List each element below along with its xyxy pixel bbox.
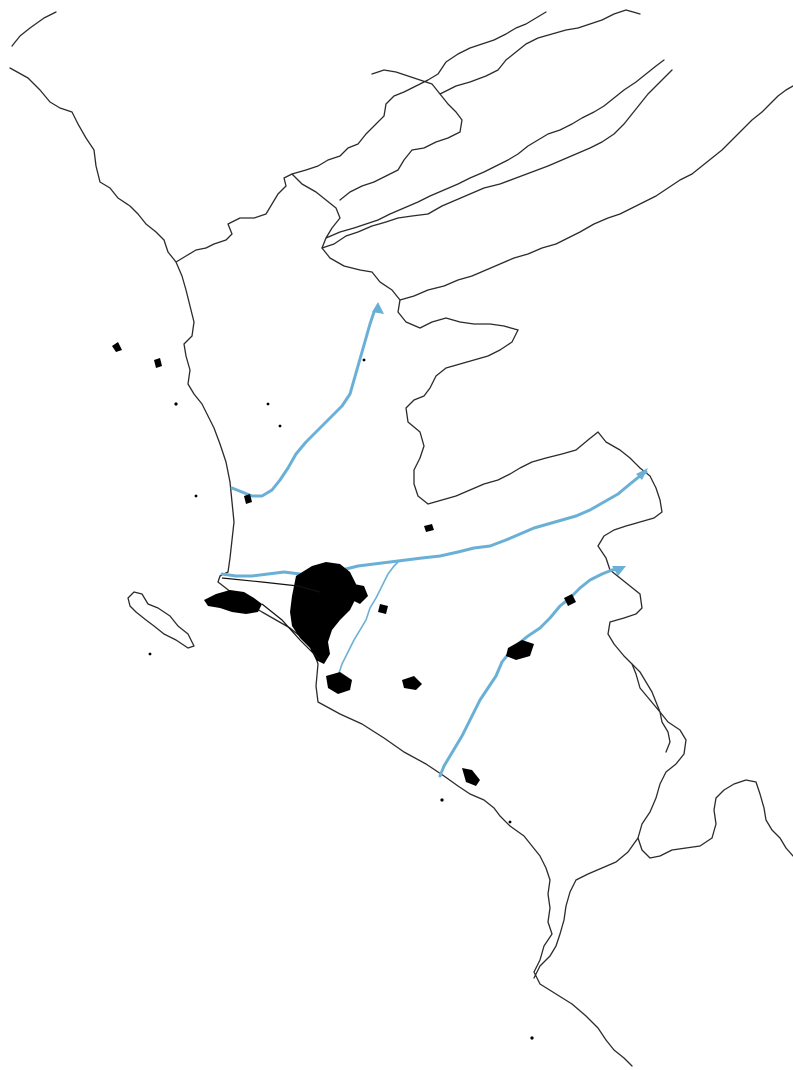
urban-pachacamac	[402, 676, 422, 690]
watershed-boundary-north	[175, 11, 547, 263]
river-lurin	[438, 566, 624, 778]
river-chillon	[230, 304, 380, 498]
urban-lima-core	[290, 562, 356, 664]
urban-callao	[204, 590, 262, 614]
watershed-boundary-inner-north	[291, 173, 519, 331]
urban-patch-carabayllo	[424, 524, 434, 532]
watershed-boundary-upper	[339, 69, 463, 201]
river-lurin-arrow	[612, 566, 626, 576]
small-settlements	[148, 358, 534, 1040]
urban-cieneguilla	[462, 768, 480, 786]
watershed-boundary-rimac-east	[399, 85, 793, 301]
watershed-boundary-upper-east	[439, 9, 641, 95]
settlement-dot	[278, 424, 282, 428]
road-panamericana-south	[261, 603, 321, 661]
urban-patch-north	[112, 342, 122, 352]
coastline-north-curl	[11, 11, 57, 47]
watershed-boundary-rimac-north	[321, 69, 673, 249]
watershed-boundary-southeast	[711, 779, 793, 857]
river-rimac	[220, 470, 648, 580]
settlement-dot	[266, 402, 270, 406]
settlement-dot	[530, 1036, 534, 1040]
road-callao-lima	[221, 577, 321, 593]
urban-south-lima	[326, 672, 352, 694]
island-outline	[127, 591, 195, 649]
urban-patch-ancon	[244, 494, 252, 504]
watershed-boundary-upper-ridge	[325, 59, 665, 239]
urban-lima	[112, 342, 576, 786]
urban-east-lima	[352, 584, 368, 604]
coastline	[9, 67, 633, 1067]
urban-patch-lurin-valley	[378, 604, 388, 614]
settlement-dot	[174, 402, 178, 406]
watershed-boundary-central	[405, 329, 713, 859]
watershed-boundary-inner-southeast	[631, 663, 671, 753]
river-chillon-arrow	[372, 302, 384, 314]
settlement-dot	[440, 798, 444, 802]
urban-lurin-patch	[506, 640, 534, 660]
urban-patch-north-2	[154, 358, 162, 368]
settlement-dot	[362, 358, 366, 362]
watershed-boundary-south	[533, 837, 639, 979]
settlement-dot	[508, 820, 512, 824]
river-rimac-arrow	[636, 468, 648, 480]
settlement-dot	[148, 652, 152, 656]
settlement-dot	[194, 494, 198, 498]
urban-patch-upper	[564, 594, 576, 606]
river-tributary	[337, 561, 399, 677]
